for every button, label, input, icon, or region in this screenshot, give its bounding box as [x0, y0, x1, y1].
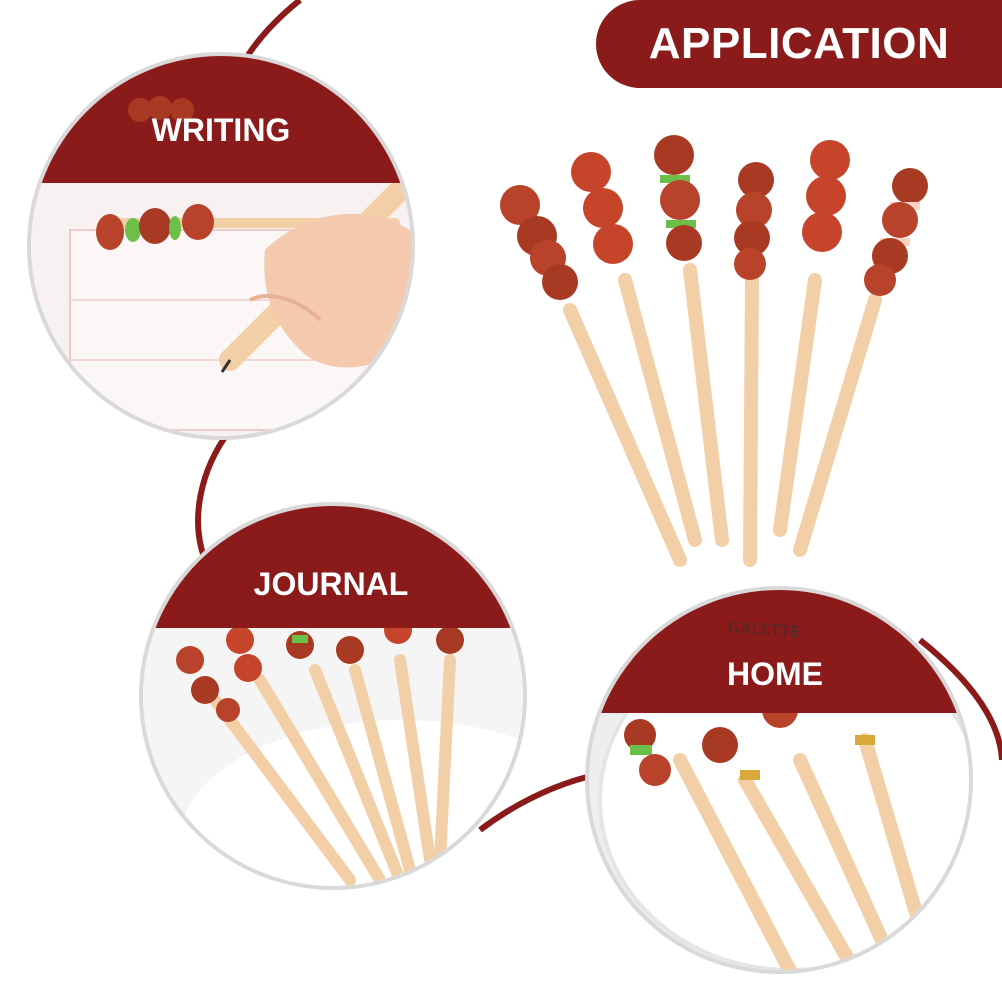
home-panel: [585, 586, 973, 974]
application-header-badge: APPLICATION: [596, 0, 1002, 88]
pen-6: [793, 168, 928, 557]
plate-text: GALETTE: [728, 619, 801, 641]
journal-pens: [176, 616, 464, 886]
hand-holding-pen: [219, 179, 411, 373]
pen-4: [734, 162, 774, 567]
pen-3: [654, 135, 729, 547]
writing-panel: [27, 52, 415, 440]
pen-5: [773, 140, 850, 537]
writing-label: WRITING: [151, 112, 291, 148]
pen-2: [571, 152, 702, 547]
home-label: HOME: [727, 656, 823, 692]
journal-label: JOURNAL: [253, 566, 409, 602]
pen-1: [500, 185, 687, 567]
kebab-pens-product: [500, 135, 928, 567]
